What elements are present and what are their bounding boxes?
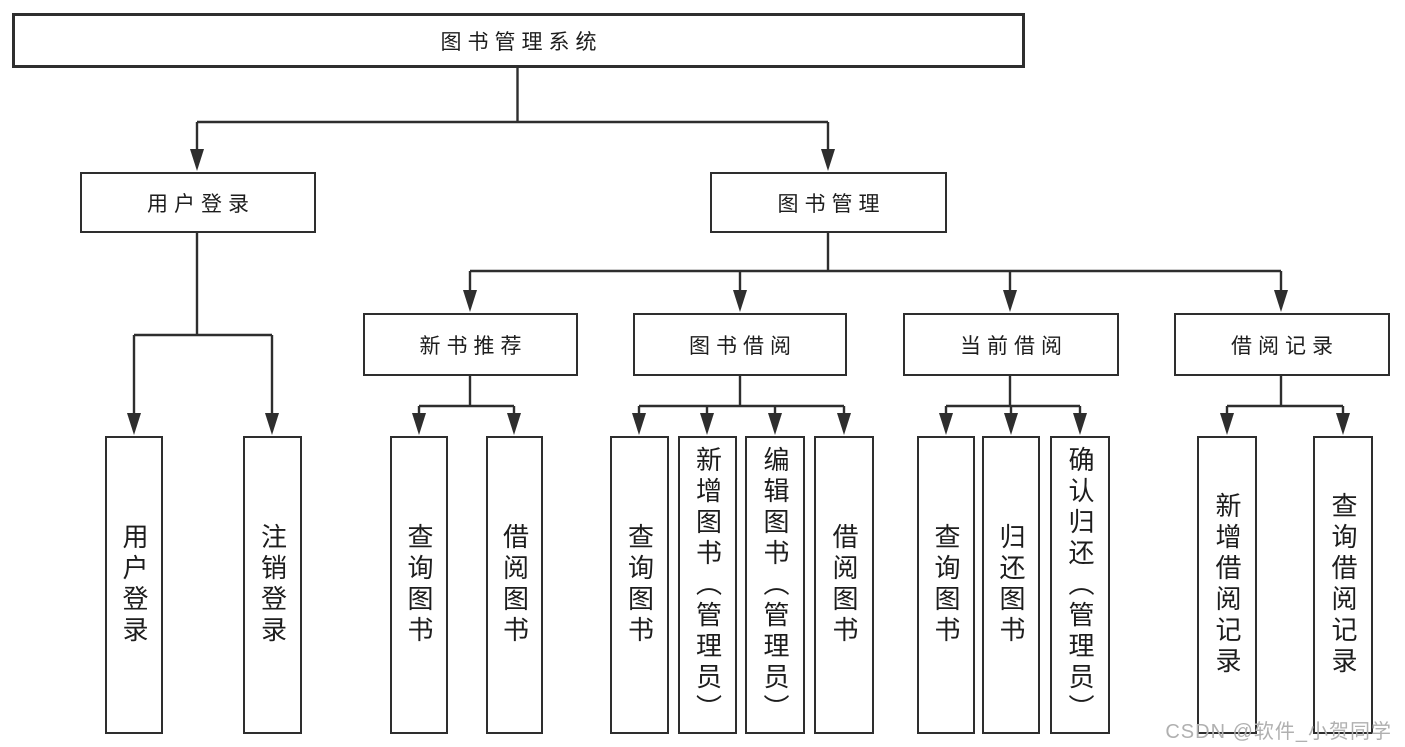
node-user-login-group: 用户登录 [80, 172, 316, 233]
watermark-text: CSDN @软件_小贺同学 [1165, 721, 1392, 743]
node-book-management: 图书管理 [710, 172, 947, 233]
leaf-user-login: 用户登录 [105, 436, 163, 734]
leaf-recommend-borrow-books: 借阅图书 [486, 436, 543, 734]
leaf-records-query-borrow-record: 查询借阅记录 [1313, 436, 1373, 734]
leaf-borrowing-borrow-books: 借阅图书 [814, 436, 874, 734]
leaf-current-return-books: 归还图书 [982, 436, 1040, 734]
leaf-current-confirm-return-admin: 确认归还（管理员） [1050, 436, 1110, 734]
leaf-recommend-query-books: 查询图书 [390, 436, 448, 734]
node-current-borrowing: 当前借阅 [903, 313, 1119, 376]
leaf-borrowing-query-books: 查询图书 [610, 436, 669, 734]
node-borrowing-records: 借阅记录 [1174, 313, 1390, 376]
leaf-borrowing-edit-books-admin: 编辑图书（管理员） [745, 436, 805, 734]
leaf-logout-login: 注销登录 [243, 436, 302, 734]
leaf-borrowing-add-books-admin: 新增图书（管理员） [678, 436, 737, 734]
leaf-records-add-borrow-record: 新增借阅记录 [1197, 436, 1257, 734]
node-new-book-recommendation: 新书推荐 [363, 313, 578, 376]
leaf-current-query-books: 查询图书 [917, 436, 975, 734]
node-library-management-system: 图书管理系统 [12, 13, 1025, 68]
node-book-borrowing: 图书借阅 [633, 313, 847, 376]
